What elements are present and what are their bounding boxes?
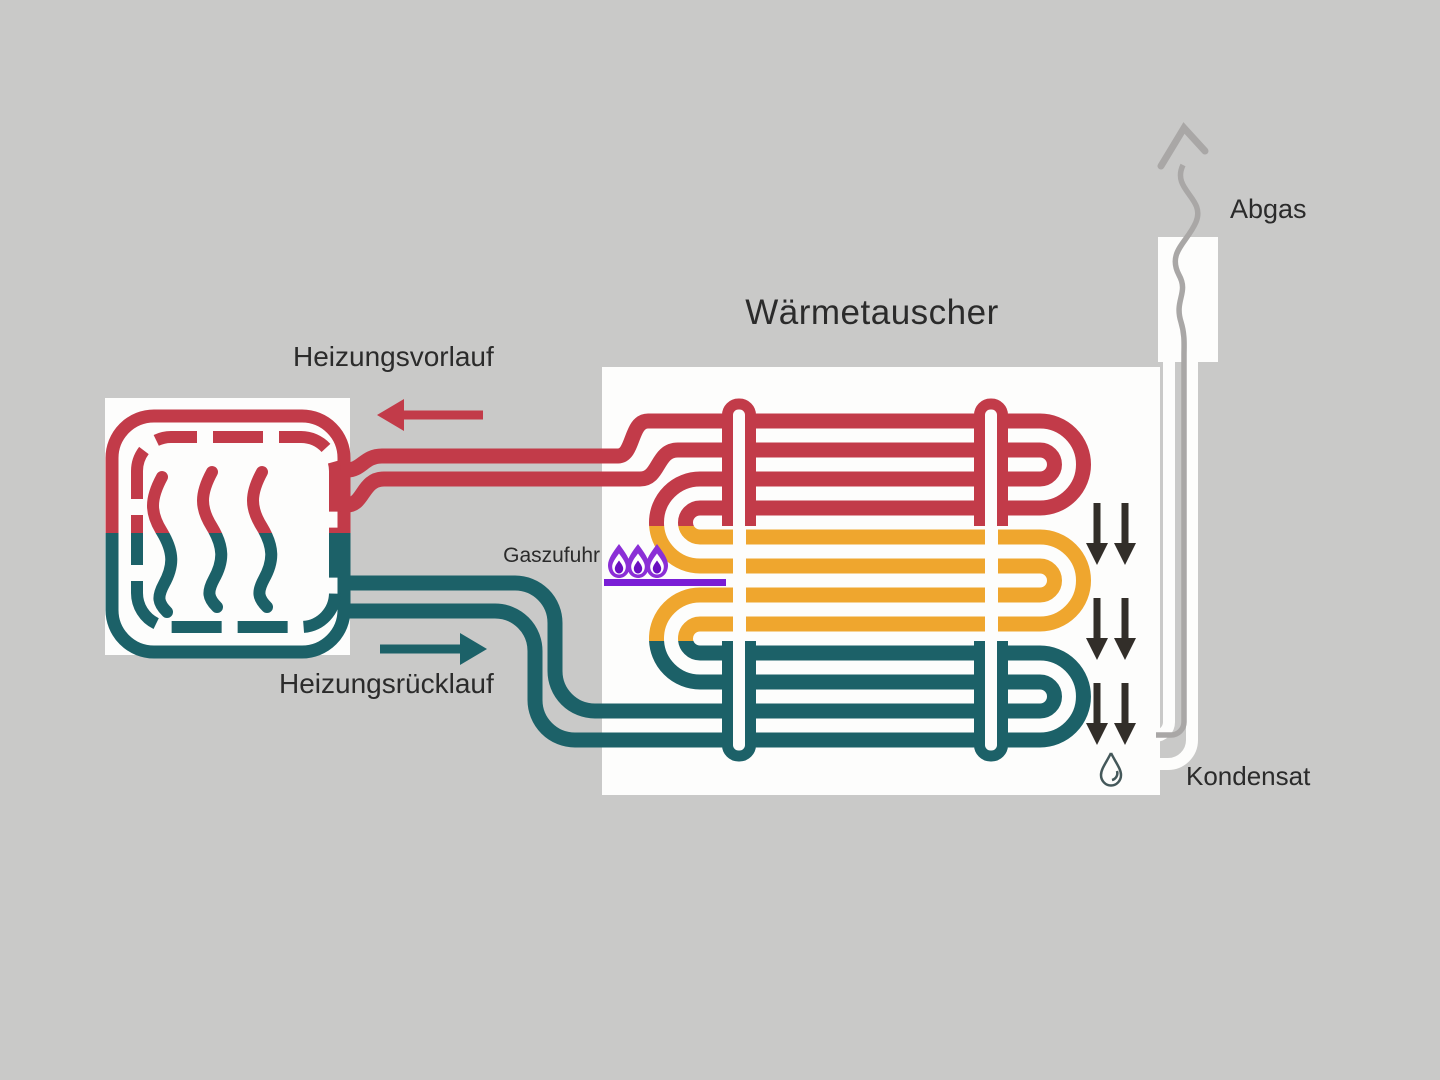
label-heizungsvorlauf: Heizungsvorlauf bbox=[293, 341, 494, 372]
droplet-icon bbox=[1099, 752, 1123, 787]
gas-burner-line bbox=[604, 579, 726, 586]
label-heizungsruecklauf: Heizungsrücklauf bbox=[279, 668, 494, 699]
return-arrow-icon bbox=[380, 633, 487, 665]
diagram-title: Wärmetauscher bbox=[745, 293, 999, 332]
coil-support-posts bbox=[728, 399, 1003, 763]
label-kondensat: Kondensat bbox=[1186, 761, 1311, 791]
label-abgas: Abgas bbox=[1230, 194, 1307, 224]
flue-pipe bbox=[1152, 290, 1198, 770]
abgas-arrowhead-icon bbox=[1157, 122, 1209, 170]
gas-flame-icons bbox=[608, 544, 668, 578]
exhaust-flow-arrow bbox=[1156, 122, 1209, 738]
label-gaszufuhr: Gaszufuhr bbox=[503, 544, 600, 567]
supply-arrow-icon bbox=[377, 399, 483, 431]
